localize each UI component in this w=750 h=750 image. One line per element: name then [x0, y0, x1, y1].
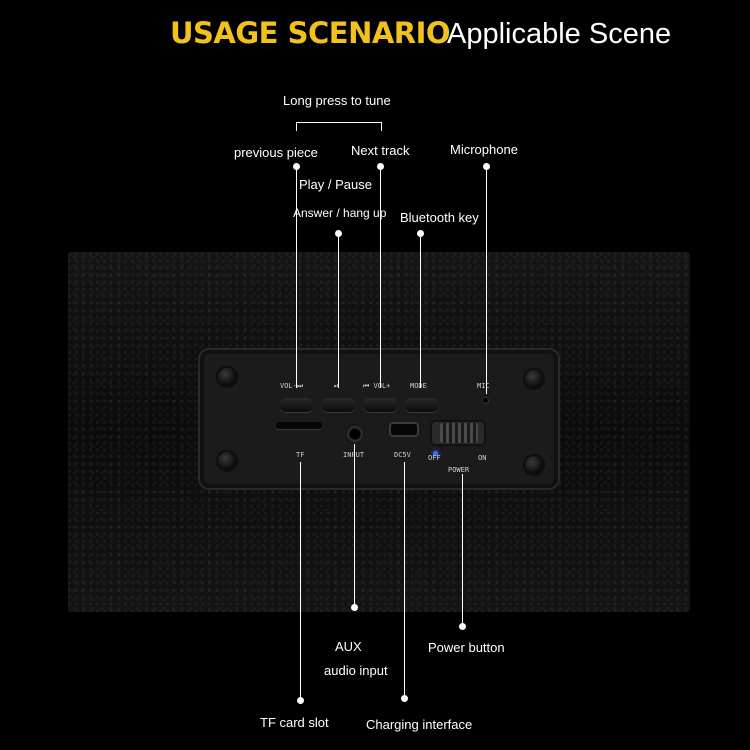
callout-power-button: Power button — [428, 640, 505, 655]
leader-line-previous — [296, 166, 297, 388]
aux-input-jack[interactable] — [345, 424, 365, 444]
callout-audio-input: audio input — [324, 663, 388, 678]
label-on: ON — [478, 454, 487, 462]
screw-top-right — [525, 370, 543, 388]
label-play: ⏯ — [334, 382, 340, 390]
play-pause-button[interactable] — [321, 398, 356, 412]
callout-microphone: Microphone — [450, 142, 518, 157]
previous-vol-minus-button[interactable] — [279, 398, 314, 412]
control-panel — [200, 350, 558, 488]
leader-dot-tf — [297, 697, 304, 704]
callout-charging-interface: Charging interface — [366, 717, 473, 732]
title-applicable-scene: Applicable Scene — [447, 18, 672, 50]
leader-line-aux — [354, 444, 355, 607]
screw-top-left — [218, 368, 236, 386]
power-switch-knob[interactable] — [440, 423, 478, 443]
label-dc5v: DC5V — [394, 451, 411, 459]
leader-line-play — [338, 233, 339, 388]
leader-line-power — [462, 474, 463, 626]
leader-dot-charging — [401, 695, 408, 702]
label-vol-minus: VOL-⏭ — [280, 382, 304, 390]
label-off: OFF — [428, 454, 441, 462]
leader-dot-aux — [351, 604, 358, 611]
next-vol-plus-button[interactable] — [363, 398, 398, 412]
microphone-hole — [483, 398, 488, 403]
callout-play-pause: Play / Pause — [299, 177, 372, 192]
callout-previous-piece: previous piece — [234, 145, 318, 160]
mode-bluetooth-button[interactable] — [404, 398, 439, 412]
callout-next-track: Next track — [351, 143, 410, 158]
screw-bottom-left — [218, 452, 236, 470]
screw-bottom-right — [525, 456, 543, 474]
callout-long-press-to-tune: Long press to tune — [283, 93, 391, 108]
leader-line-charging — [404, 462, 405, 698]
leader-line-bluetooth — [420, 233, 421, 388]
label-power: POWER — [448, 466, 470, 474]
title-usage-scenario: USAGE SCENARIO — [170, 16, 451, 50]
label-vol-plus: ⏮ VOL+ — [363, 382, 391, 390]
tf-card-slot[interactable] — [276, 422, 322, 429]
callout-bluetooth-key: Bluetooth key — [400, 210, 479, 225]
label-tf: TF — [296, 451, 305, 459]
label-mode: MODE — [410, 382, 427, 390]
leader-line-tf — [300, 462, 301, 700]
callout-tf-card-slot: TF card slot — [260, 715, 329, 730]
leader-line-next — [380, 166, 381, 388]
callout-aux: AUX — [335, 639, 362, 654]
leader-line-microphone — [486, 166, 487, 394]
callout-answer-hang-up: Answer / hang up — [293, 206, 387, 220]
label-input: INPUT — [343, 451, 364, 459]
leader-dot-power — [459, 623, 466, 630]
dc5v-charging-port[interactable] — [391, 424, 417, 435]
power-led-indicator — [433, 451, 438, 456]
long-press-bracket — [296, 122, 382, 131]
label-mic: MIC — [477, 382, 490, 390]
